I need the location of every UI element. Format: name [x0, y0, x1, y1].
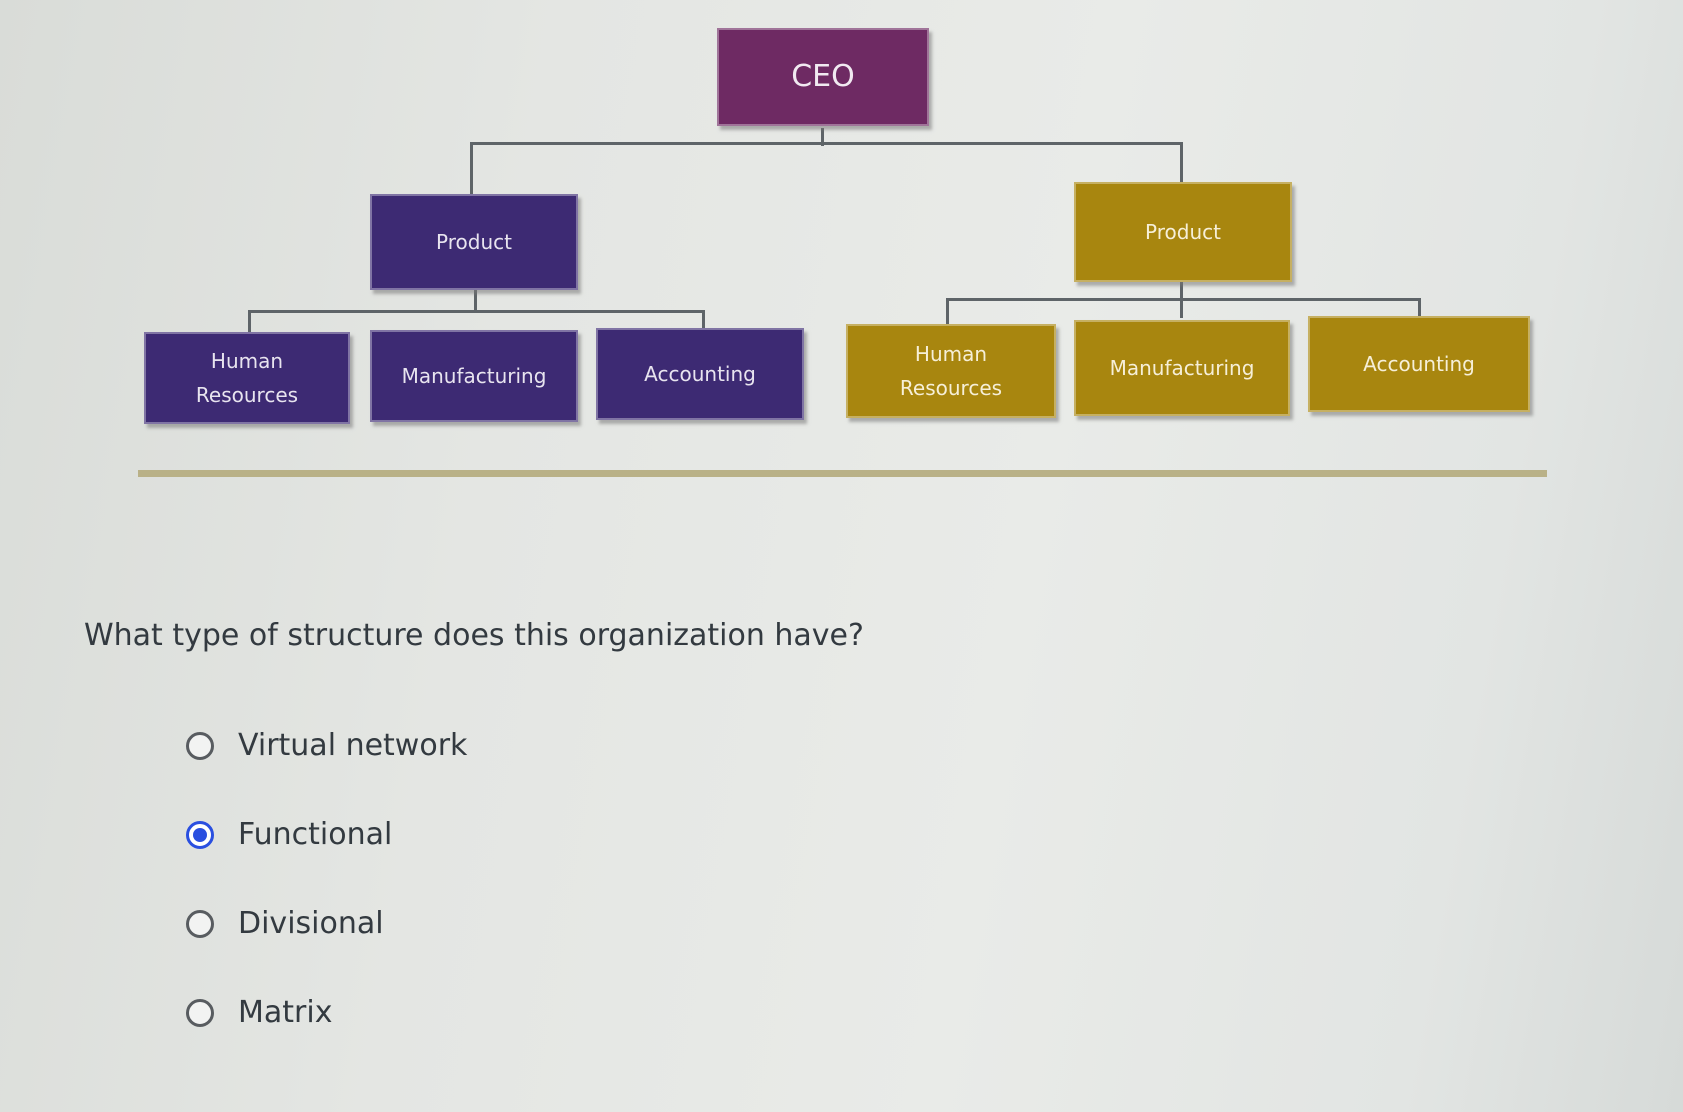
department-label: Manufacturing: [1109, 356, 1255, 380]
connector-line: [702, 310, 705, 328]
option-label: Virtual network: [238, 728, 468, 763]
connector-line: [248, 310, 704, 313]
division-label: Product: [436, 230, 512, 254]
connector-line: [821, 128, 824, 146]
department-node-hr-1: Human Resources: [144, 332, 350, 424]
option-label: Functional: [238, 817, 393, 852]
division-label: Product: [1145, 220, 1221, 244]
connector-line: [470, 142, 473, 194]
department-label: Manufacturing: [401, 364, 547, 388]
department-node-hr-2: Human Resources: [846, 324, 1056, 418]
option-label: Divisional: [238, 906, 384, 941]
department-node-manufacturing-1: Manufacturing: [370, 330, 578, 422]
connector-line: [248, 310, 251, 332]
ceo-label: CEO: [791, 59, 855, 94]
department-label: Human Resources: [195, 349, 299, 407]
connector-line: [946, 298, 949, 324]
radio-button-unchecked[interactable]: [186, 909, 214, 938]
connector-line: [946, 298, 1420, 301]
division-node-product-2: Product: [1074, 182, 1292, 282]
radio-button-checked[interactable]: [186, 820, 214, 849]
connector-line: [470, 142, 1182, 145]
radio-button-unchecked[interactable]: [186, 731, 214, 760]
connector-line: [1418, 298, 1421, 318]
option-divisional[interactable]: Divisional: [186, 906, 384, 941]
department-node-accounting-1: Accounting: [596, 328, 804, 420]
section-divider: [138, 470, 1547, 477]
ceo-node: CEO: [717, 28, 929, 126]
department-label: Accounting: [644, 362, 756, 386]
org-chart: CEO Product Product Human Resources Manu…: [0, 0, 1683, 500]
department-label: Accounting: [1363, 352, 1475, 376]
option-functional[interactable]: Functional: [186, 817, 392, 852]
option-label: Matrix: [238, 995, 333, 1030]
option-virtual-network[interactable]: Virtual network: [186, 728, 467, 763]
connector-line: [1180, 142, 1183, 182]
radio-button-unchecked[interactable]: [186, 998, 214, 1027]
option-matrix[interactable]: Matrix: [186, 995, 332, 1030]
department-node-accounting-2: Accounting: [1308, 316, 1530, 412]
department-node-manufacturing-2: Manufacturing: [1074, 320, 1290, 416]
question-text: What type of structure does this organiz…: [84, 618, 864, 653]
department-label: Human Resources: [899, 342, 1003, 400]
connector-line: [474, 290, 477, 311]
division-node-product-1: Product: [370, 194, 578, 290]
